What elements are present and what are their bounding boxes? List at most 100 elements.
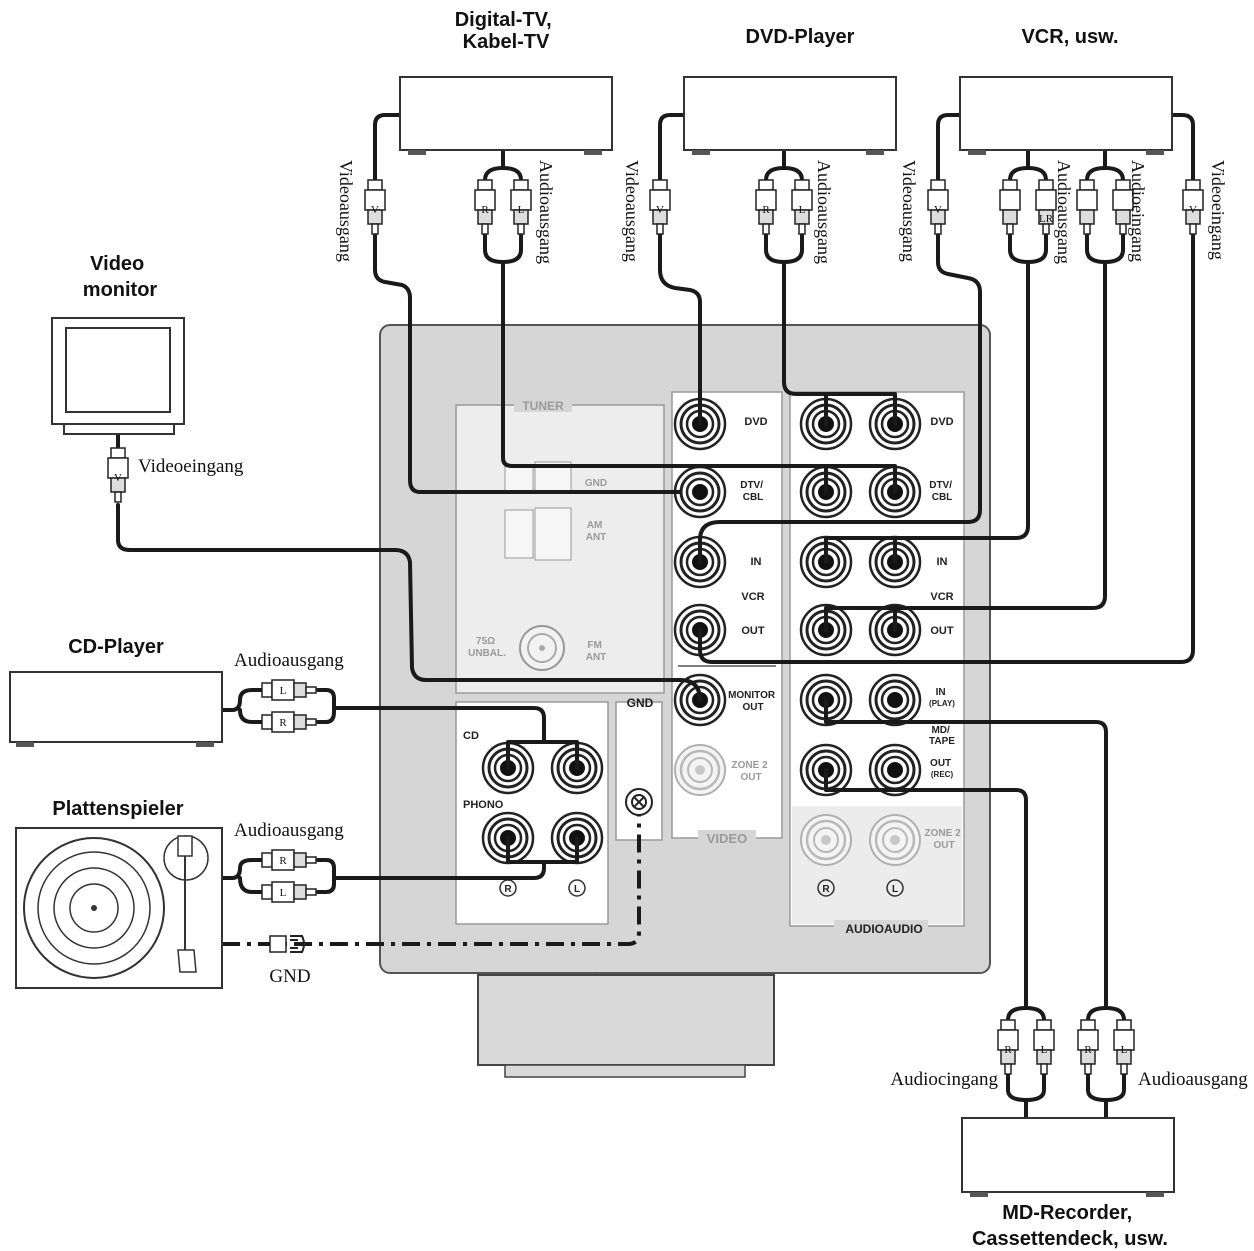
fm-ant-line2: ANT [586,652,607,663]
r-marker-cd: R [504,884,512,895]
unbal-label: 75Ω UNBAL. [468,636,506,659]
turntable-icon [15,827,223,989]
digital-tv-title-line2: Kabel-TV [463,31,550,53]
gnd-header-label: GND [627,696,654,710]
video-dtv-line1: DTV/ [740,480,763,491]
label-vcr-videoeingang: Videoeingang [1208,160,1228,260]
device-titles: Digital-TV, Kabel-TV DVD-Player VCR, usw… [52,9,1168,1250]
md-tape-label: MD/ TAPE [929,725,955,747]
cable-md-in [824,768,1046,1120]
plug-md-in-l-letter: L [1041,1044,1048,1056]
video-monitor-title-line2: monitor [83,279,158,301]
cable-dtv-audio [483,148,897,494]
audio-dtv-label: DTV/ CBL [929,480,955,503]
label-md-audiocingang: Audiocingang [890,1069,998,1090]
md-tape-line2: TAPE [929,736,955,747]
plug-dtv-r-letter: R [481,204,489,216]
digital-tv-title-line1: Digital-TV, [455,9,552,31]
label-vcr-videoausgang: Videoausgang [899,160,919,262]
audio-section-label: AUDIOAUDIO [845,922,922,936]
label-vcr-audioeingang: Audioeingang [1128,160,1148,262]
plug-monitor-v-letter: V [114,472,122,484]
md-out-rec-label: OUT (REC) [930,758,954,779]
cd-label: CD [463,730,479,742]
digital-tv-title: Digital-TV, Kabel-TV [455,9,558,53]
fm-ant-label: FM ANT [586,640,607,663]
unbal-line1: 75Ω [476,636,495,647]
label-dtv-audioausgang: Audioausgang [536,160,556,264]
tuner-label: TUNER [522,399,564,413]
cable-md-out [824,698,1126,1120]
cable-vcr-video-out [698,113,982,564]
plug-phono-r [261,849,317,871]
plug-cd-l [261,679,317,701]
cables [116,113,1195,1120]
audio-zone2-line1: ZONE 2 [925,828,962,839]
vcr-title: VCR, usw. [1021,26,1118,48]
cable-dvd-video [658,113,702,426]
audio-zone2-label: ZONE 2 OUT [925,828,964,851]
audio-vcr-label: VCR [930,591,953,603]
plug-md-in-r-letter: R [1004,1044,1012,1056]
dvd-player-title: DVD-Player [746,26,855,48]
audio-zone2-r-jack [799,813,853,867]
dvd-player-box [683,76,897,151]
plug-phono-l [261,881,317,903]
label-dtv-videoausgang: Videoausgang [336,160,356,262]
video-zone2-label: ZONE 2 OUT [732,760,771,783]
video-monitor-title-line1: Video [90,253,144,275]
cable-dtv-video [373,113,682,494]
audio-dtv-line2: CBL [932,492,953,503]
video-in-label: IN [751,556,762,568]
cd-player-title: CD-Player [68,636,164,658]
label-md-audioausgang: Audioausgang [1138,1069,1248,1090]
turntable-title: Plattenspieler [52,798,183,820]
cable-phono [220,836,579,894]
audio-dvd-label: DVD [930,416,953,428]
md-in-line2: (PLAY) [929,699,955,708]
plug-cd-l-letter: L [280,685,287,697]
video-zone2-out-jack [673,743,727,797]
video-monitor-title: Video monitor [83,253,158,301]
plug-md-out-l-letter: L [1121,1044,1128,1056]
plug-phono-l-letter: L [280,887,287,899]
l-marker-audio: L [892,884,898,895]
audio-in-label: IN [937,556,948,568]
cable-labels: Videoausgang Audioausgang Videoausgang A… [138,160,1248,1090]
plug-dtv-l-letter: L [518,204,525,216]
monitor-out-line2: OUT [742,702,763,713]
md-recorder-title-line2: Cassettendeck, usw. [972,1228,1168,1250]
video-dtv-jack [673,465,727,519]
label-dvd-videoausgang: Videoausgang [622,160,642,262]
video-out-label: OUT [741,625,765,637]
md-in-l-jack [868,673,922,727]
receiver-rear-panel: TUNER GND AM ANT 75Ω UNBAL. FM ANT CD PH… [379,324,991,1078]
monitor-out-label: MONITOR OUT [728,690,778,713]
phono-label: PHONO [463,799,504,811]
cable-cd [220,688,579,770]
label-dvd-audioausgang: Audioausgang [814,160,834,264]
md-recorder-title-line1: MD-Recorder, [1002,1202,1132,1224]
video-dtv-label: DTV/ CBL [740,480,766,503]
cable-vcr-audio-out [824,148,1048,564]
video-dtv-line2: CBL [743,492,764,503]
md-in-line1: IN [936,687,946,698]
md-out-line2: (REC) [931,770,954,779]
label-monitor-videoeingang: Videoeingang [138,456,244,477]
label-phono-audioausgang: Audioausgang [234,820,344,841]
plug-vcr-ain-r [1076,179,1098,235]
video-monitor-icon [51,317,185,435]
plug-dvd-l-letter: L [799,204,806,216]
plug-vcr-vout-letter: V [934,204,942,216]
label-gnd: GND [269,966,310,987]
plug-phono-r-letter: R [279,855,287,867]
label-cd-audioausgang: Audioausgang [234,650,344,671]
cd-player-box [9,671,223,743]
md-out-line1: OUT [930,758,951,769]
plug-vcr-aout-l [1035,179,1057,235]
cable-gnd [222,815,641,946]
video-zone2-line1: ZONE 2 [732,760,769,771]
label-vcr-audioausgang: Audioausgang [1054,160,1074,264]
video-dvd-label: DVD [744,416,767,428]
